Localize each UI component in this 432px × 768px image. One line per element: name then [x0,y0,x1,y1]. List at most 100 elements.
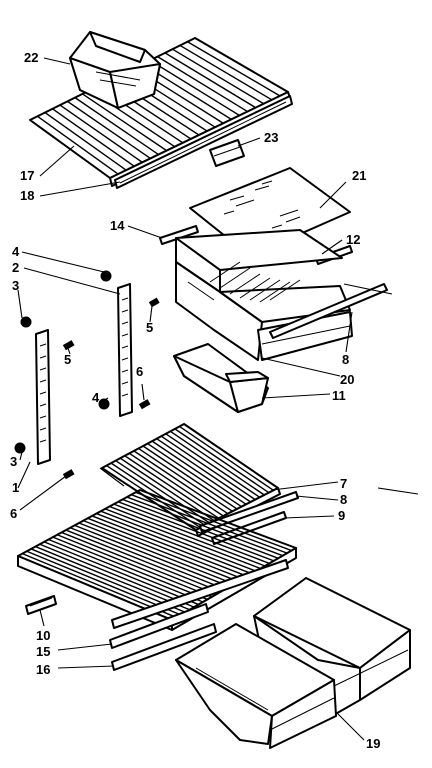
callout-19: 19 [366,736,380,751]
crisper-rail-14 [159,225,199,245]
callout-6-upper: 6 [136,364,143,379]
shelf-wire-rod [160,435,256,501]
callout-23: 23 [264,130,278,145]
shelf-wire-rod [43,541,199,606]
shelf-wire-rod [113,503,270,565]
shelf-wire-rod [115,460,211,524]
shelf-wire-rod [156,438,252,503]
shelf-wire-rod [52,108,135,167]
shelf-wire-rod [96,512,252,575]
screw-5-right [148,297,160,308]
shelf-wire-rod [44,111,127,171]
shelf-wire-rod [126,496,283,557]
shelf-wire-rod [110,462,206,526]
shelf-wire-rod [109,505,266,567]
shelf-wire-rod [56,534,213,598]
callout-12: 12 [346,232,360,247]
wire-shelf-middle-7 [101,423,281,537]
shelf-wire-rod [128,452,224,517]
shelf-trim-18 [114,95,293,189]
shelf-support-channel-2 [117,283,133,417]
shelf-wire-rod [122,498,279,559]
callout-1: 1 [12,480,19,495]
shelf-wire-rod [149,59,240,117]
callout-8-upper: 8 [342,352,349,367]
shelf-wire-rod [133,450,229,515]
callout-8-lower: 8 [340,492,347,507]
shelf-support-channel-1 [35,329,51,465]
shelf-wire-rod [74,97,159,156]
shelf-wire-rod [87,517,244,580]
shelf-wire-rod [124,455,220,519]
leader-lines [17,57,419,741]
callout-4-lower: 4 [92,390,100,405]
shelf-wire-rod [65,529,221,593]
callout-2: 2 [12,260,19,275]
shelf-wire-rod [30,548,186,613]
shelf-wire-rod [83,519,239,583]
shelf-wire-rod [174,428,270,494]
shelf-wire-rod [117,501,275,562]
shelf-wire-rod [39,543,195,608]
shelf-wire-rod [35,545,190,611]
shelf-rail-10 [25,595,57,615]
callout-11: 11 [332,388,346,403]
shelf-wire-rod [59,104,143,163]
callout-6-lower: 6 [10,506,17,521]
shelf-wire-rod [157,56,248,113]
callout-7: 7 [340,476,347,491]
shelf-wire-rod [104,508,261,570]
shelf-wire-rod [100,510,257,572]
shelf-wire-rod [147,442,242,508]
shelf-trim-23 [209,139,245,167]
callout-21: 21 [352,168,366,183]
callout-labels: 22 23 17 18 21 14 12 4 2 3 5 5 8 20 6 11… [10,50,380,751]
shelf-wire-rod [61,531,217,595]
callout-22: 22 [24,50,38,65]
cap-4-upper [100,270,112,282]
callout-5-left: 5 [64,352,71,367]
crisper-drawer-left [175,623,337,749]
storage-bin-22 [69,31,161,109]
shelf-wire-rod [48,538,204,603]
drawer-rail-8-upper [269,283,388,339]
cap-3-lower [14,442,26,454]
shelf-wire-rod [131,494,288,554]
callout-15: 15 [36,644,50,659]
callout-3-upper: 3 [12,278,19,293]
shelf-wire-rod [187,41,281,97]
shelf-wire-rod [70,527,226,590]
shelf-wire-rod [135,491,292,552]
cap-3-upper [20,316,32,328]
drawer-frame-20 [175,229,353,361]
shelf-wire-rod [67,100,151,160]
shelf-wire-rod [164,52,256,109]
callout-3-lower: 3 [10,454,17,469]
shelf-rail-long [111,559,289,629]
shelf-wire-rod [119,457,215,522]
shelf-wire-rod [106,464,201,529]
shelf-wire-rod [37,115,119,175]
shelf-wire-rod [138,447,233,512]
screw-5-left [62,340,75,351]
shelf-wire-rod [52,536,208,601]
shelf-wire-rod [151,440,247,505]
shelf-wire-rod [78,522,235,585]
callout-9: 9 [338,508,345,523]
shelf-wire-rod [179,44,273,101]
cap-4-lower [98,398,110,410]
callout-14: 14 [110,218,125,233]
shelf-wire-rod [74,524,230,588]
shelf-wire-rod [172,48,265,105]
shelf-wire-rod [179,425,274,491]
callout-17: 17 [20,168,34,183]
shelf-wire-rod [169,430,265,496]
shelf-rail-16 [111,623,217,671]
small-bin-11 [173,343,269,413]
screw-6-right [138,399,151,410]
callout-18: 18 [20,188,34,203]
callout-16: 16 [36,662,50,677]
callout-5-right: 5 [146,320,153,335]
shelf-wire-rod [165,433,261,498]
